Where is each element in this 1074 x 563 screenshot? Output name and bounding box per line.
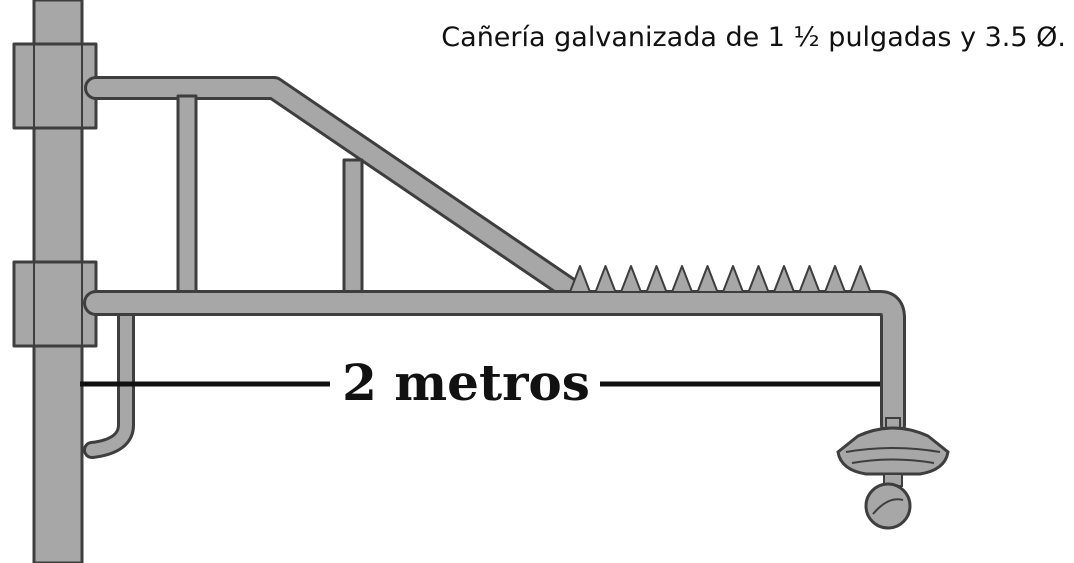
vertical-strut-right [342,158,364,296]
spike [594,265,617,293]
pipe-spec-caption: Cañería galvanizada de 1 ½ pulgadas y 3.… [441,22,1066,53]
spike [722,265,744,293]
spike [696,265,719,293]
curved-support-pipe [83,305,135,459]
spike [671,265,693,293]
spike [824,265,846,293]
spike-row [569,265,872,293]
upper-pole-clamp [12,42,98,130]
dimension-label: 2 metros [342,353,590,412]
spike [849,265,872,293]
spike [773,265,795,293]
insulator-icon [836,417,950,530]
spike [569,265,591,293]
spike [645,265,668,293]
horizontal-crossarm [83,290,906,438]
spike [620,265,642,293]
spike [798,265,821,293]
vertical-strut-left [176,94,198,296]
top-arm-and-diagonal-brace [84,76,586,304]
spike [747,265,770,293]
